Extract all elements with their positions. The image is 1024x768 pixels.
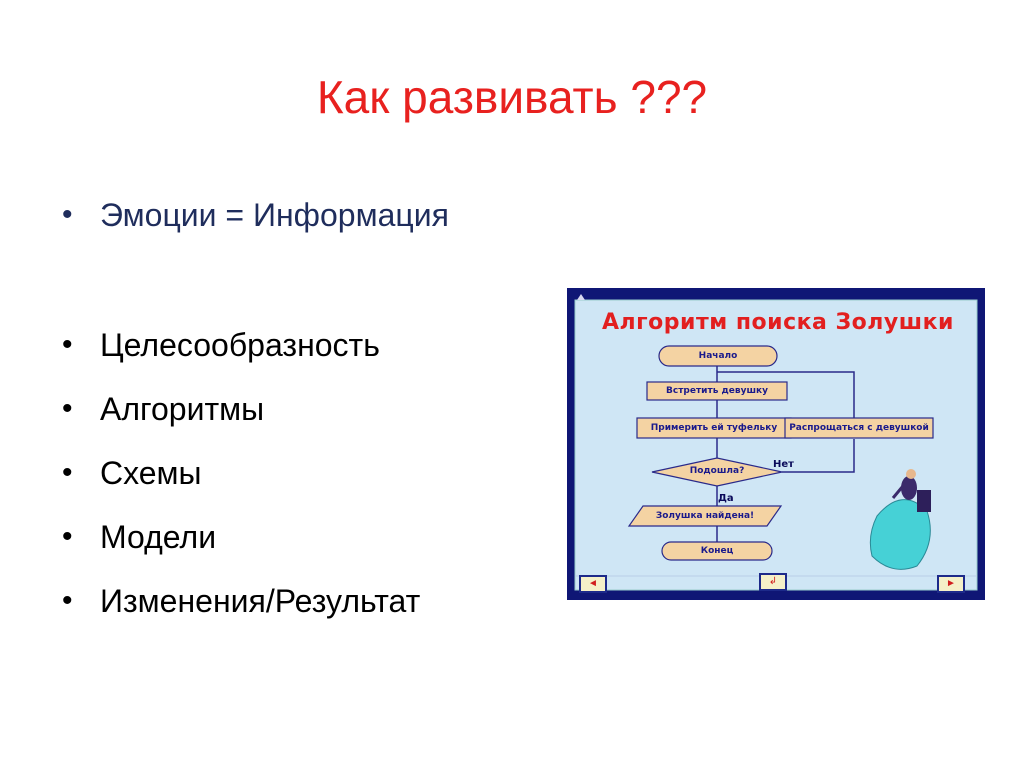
logo-icon xyxy=(577,294,585,300)
bullet-emotions: Эмоции = Информация xyxy=(62,185,449,249)
flowchart-drawing xyxy=(574,294,978,591)
node-found-shape xyxy=(627,505,783,527)
flowchart-image: Алгоритм поиска Золушки Начало Встретить… xyxy=(567,288,985,600)
node-fits-shape xyxy=(651,457,783,487)
flowchart-connectors xyxy=(716,366,855,542)
node-start-shape xyxy=(658,345,778,367)
node-meet-label: Встретить девушку xyxy=(666,386,768,396)
node-start-label: Начало xyxy=(698,351,738,361)
node-found-label: Золушка найдена! xyxy=(655,511,755,521)
flowchart-title: Алгоритм поиска Золушки xyxy=(602,310,954,335)
slide-title: Как развивать ??? xyxy=(316,71,708,123)
bullet-changes-result: Изменения/Результат xyxy=(62,571,449,635)
prev-slide-button[interactable]: ◄ xyxy=(579,575,607,593)
node-end-label: Конец xyxy=(700,546,734,556)
bullet-expediency: Целесообразность xyxy=(62,315,449,379)
next-slide-button[interactable]: ► xyxy=(937,575,965,593)
bullet-models: Модели xyxy=(62,507,449,571)
node-try-shoe-label: Примерить ей туфельку xyxy=(650,423,778,433)
edge-no-label: Нет xyxy=(773,459,794,470)
return-button[interactable]: ↲ xyxy=(759,573,787,591)
bullet-list: Эмоции = Информация Целесообразность Алг… xyxy=(62,185,449,635)
node-end-shape xyxy=(661,541,773,561)
bullet-schemes: Схемы xyxy=(62,443,449,507)
cinderella-illustration xyxy=(869,469,931,570)
bullet-algorithms: Алгоритмы xyxy=(62,379,449,443)
node-farewell-shape xyxy=(784,417,934,439)
node-farewell-label: Распрощаться с девушкой xyxy=(789,423,929,433)
edge-yes-label: Да xyxy=(718,493,734,504)
node-meet-shape xyxy=(646,381,788,401)
node-fits-label: Подошла? xyxy=(689,466,745,476)
